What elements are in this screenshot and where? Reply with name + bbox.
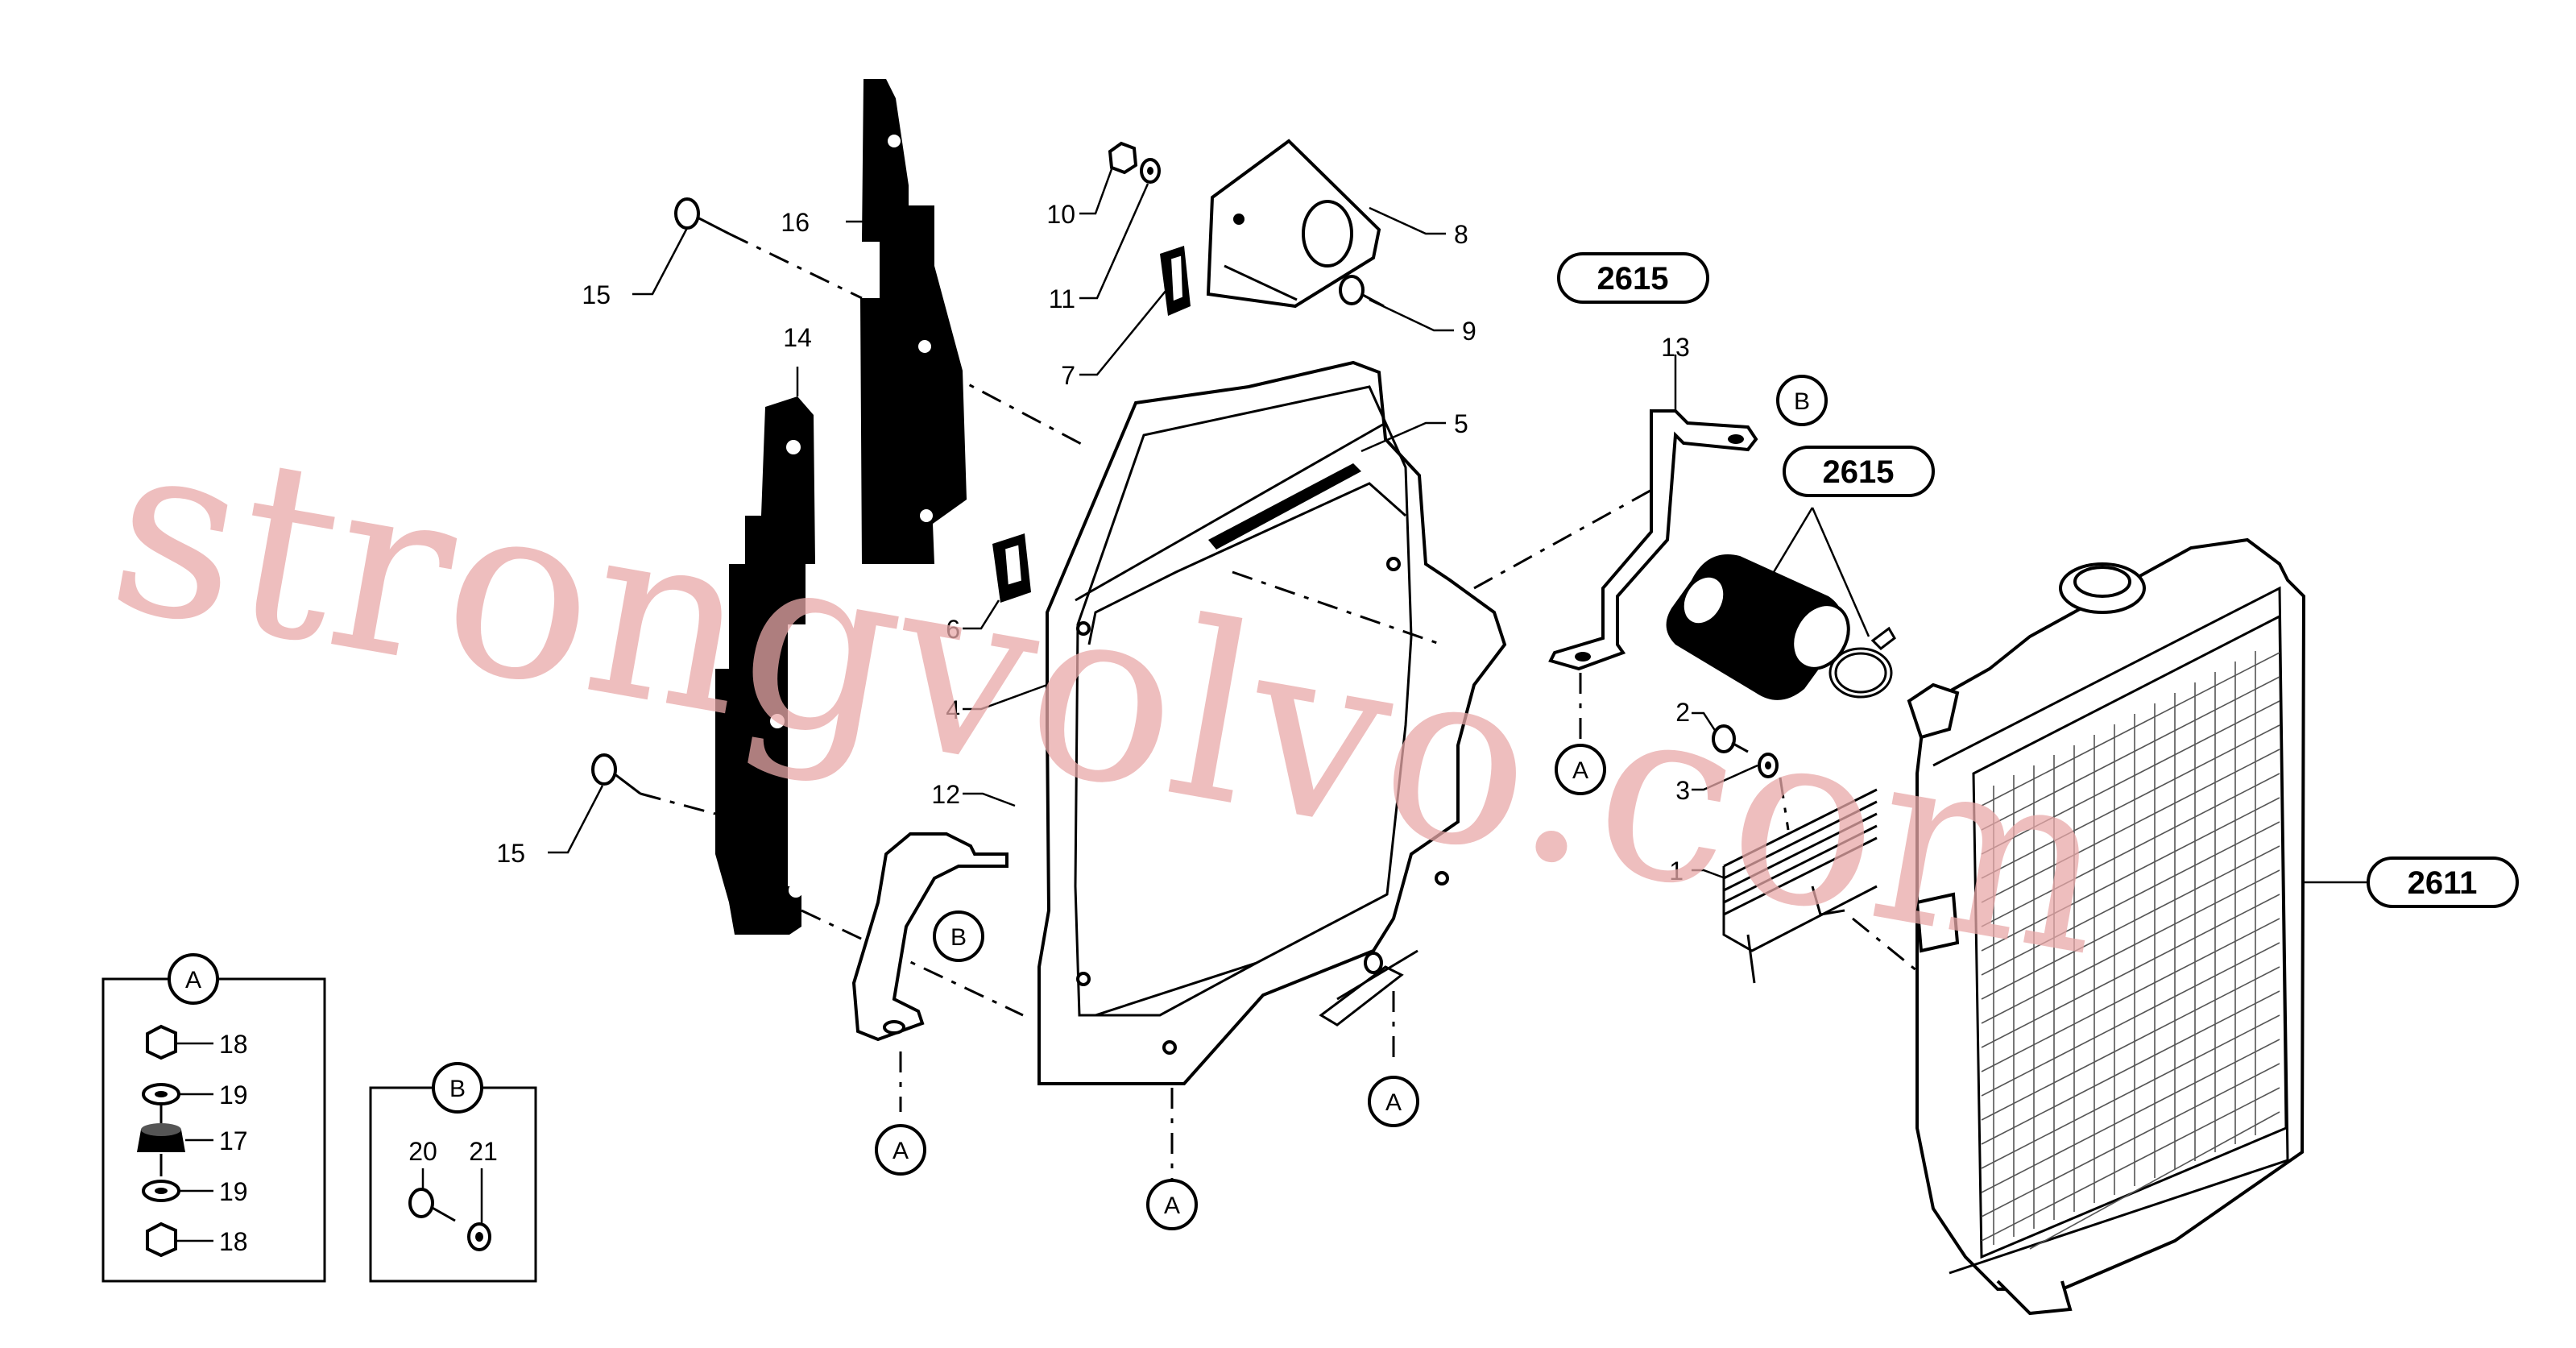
ref-2615-hose: 2615 — [1823, 454, 1895, 490]
callout-21: 21 — [469, 1137, 498, 1166]
callout-6: 6 — [946, 615, 960, 644]
callout-13: 13 — [1661, 333, 1690, 362]
radiator-2611 — [1907, 537, 2306, 1316]
axis-line-16 — [942, 369, 1088, 449]
callout-16: 16 — [781, 208, 810, 237]
part-2-bolt — [1712, 724, 1749, 753]
callout-1: 1 — [1669, 856, 1684, 886]
callout-15-lower: 15 — [496, 839, 525, 868]
callout-7: 7 — [1061, 361, 1075, 390]
part-4-5-frame — [1037, 360, 1507, 1085]
marker-a-frame-bottom: A — [1164, 1192, 1180, 1219]
callout-14: 14 — [783, 323, 812, 352]
marker-a-pipe: A — [1572, 757, 1588, 784]
reference-pills — [1557, 252, 2519, 908]
inset-box-a — [101, 977, 326, 1283]
axis-line-frame-mid — [1232, 570, 1443, 646]
part-13-pipe — [1548, 409, 1758, 671]
callout-18-bottom: 18 — [219, 1227, 248, 1256]
callout-2: 2 — [1675, 698, 1690, 727]
callout-3: 3 — [1675, 776, 1690, 805]
part-9-screw — [1339, 275, 1385, 308]
part-11-washer — [1140, 158, 1161, 184]
part-1-cooler — [1722, 788, 1878, 984]
hose-2615 — [1666, 554, 1850, 700]
marker-a-bracket: A — [892, 1138, 909, 1164]
callout-9: 9 — [1462, 317, 1476, 346]
inset-a-title: A — [185, 967, 201, 993]
hose-clamp — [1828, 626, 1896, 699]
part-3-washer — [1758, 753, 1779, 778]
callout-15-top: 15 — [582, 280, 611, 309]
callout-17: 17 — [219, 1126, 248, 1155]
axis-line-cooler — [1852, 917, 1918, 973]
marker-b-pipe: B — [1794, 388, 1810, 415]
callout-20: 20 — [408, 1137, 437, 1166]
callout-5: 5 — [1454, 409, 1468, 438]
axis-line-15-top — [728, 232, 863, 300]
part-6-rubber-block — [992, 533, 1031, 603]
callout-leaders — [548, 168, 1758, 880]
callout-8: 8 — [1454, 220, 1468, 249]
part-15-screw-top — [674, 197, 730, 235]
part-10-nut — [1108, 141, 1138, 175]
marker-a-frame-right: A — [1385, 1089, 1402, 1116]
leader-clamp — [1811, 507, 1870, 637]
callout-19-bottom: 19 — [219, 1177, 248, 1206]
part-7-rubber-block — [1160, 246, 1191, 316]
part-14-plate — [715, 396, 815, 935]
marker-shapes — [168, 375, 1828, 1230]
inset-b-title: B — [449, 1076, 466, 1102]
radiator-core-grid — [1981, 651, 2280, 1250]
callout-19-top: 19 — [219, 1080, 248, 1110]
leader-hose — [1762, 507, 1814, 589]
callout-11: 11 — [1049, 284, 1075, 313]
part-16-plate — [860, 79, 967, 564]
callout-12: 12 — [931, 780, 960, 809]
axis-line-14 — [801, 909, 1024, 1017]
marker-b-bracket: B — [950, 924, 967, 951]
part-8-bracket — [1206, 139, 1381, 309]
part-12-bracket — [851, 832, 1008, 1042]
callout-4: 4 — [946, 695, 960, 724]
ref-2611: 2611 — [2408, 865, 2478, 901]
part-15-screw-lower — [591, 753, 641, 795]
callout-18-top: 18 — [219, 1030, 248, 1059]
callout-10: 10 — [1046, 200, 1075, 229]
axis-line-bolt — [1779, 777, 1790, 831]
inset-box-b — [369, 1086, 537, 1283]
axis-line-frame-pipe — [1473, 482, 1664, 590]
ref-2615-top: 2615 — [1597, 261, 1669, 297]
axis-line-15-lower — [640, 792, 716, 815]
